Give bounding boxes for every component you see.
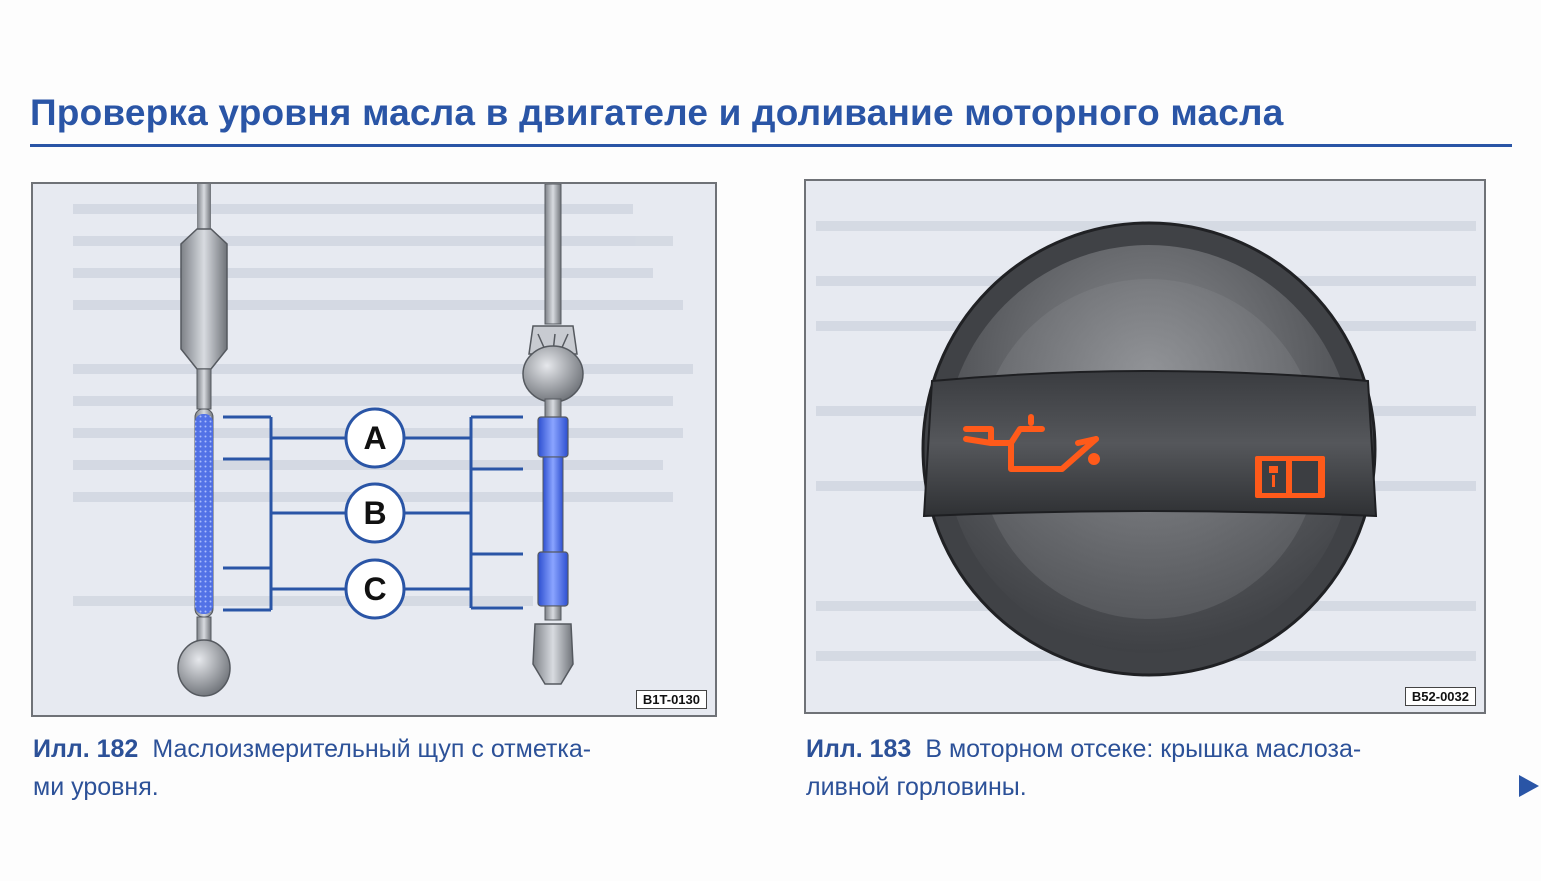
figure-183-caption: Илл. 183 В моторном отсеке: крышка маслоз… [806, 730, 1506, 806]
figure-number: Илл. 182 [33, 735, 139, 763]
caption-line-2: ливной горловины. [806, 773, 1027, 801]
caption-line-2: ми уровня. [33, 773, 159, 801]
figure-code: B52-0032 [1404, 687, 1476, 706]
dipstick-right [522, 184, 584, 685]
level-bracket-right [405, 415, 523, 610]
figure-code: B1T-0130 [635, 690, 707, 709]
background-bleed [73, 204, 693, 606]
caption-line-1: Маслоизмерительный щуп с отметка- [152, 735, 592, 763]
oil-can-icon [963, 414, 1100, 472]
level-bracket-left [223, 415, 345, 612]
figure-number: Илл. 183 [806, 735, 912, 763]
marker-a: A [344, 407, 406, 469]
marker-c: C [344, 558, 406, 620]
marker-a-label: A [363, 420, 386, 456]
figure-183-oil-cap: B52-0032 [804, 179, 1486, 714]
figure-182-caption: Илл. 182 Маслоизмерительный щуп с отметка… [33, 730, 733, 806]
dipstick-illustration: A B C [73, 184, 693, 697]
caption-line-1: В моторном отсеке: крышка маслоза- [925, 735, 1362, 763]
figure-182-dipstick: A B C B1T-0130 [31, 182, 717, 717]
page-title: Проверка уровня масла в двигателе и доли… [30, 92, 1284, 133]
manual-book-icon [1255, 456, 1325, 498]
continue-arrow-icon [1519, 775, 1539, 797]
marker-b: B [344, 482, 406, 544]
marker-c-label: C [363, 571, 386, 607]
marker-b-label: B [363, 495, 386, 531]
oil-cap-illustration [816, 221, 1476, 677]
title-divider [30, 144, 1512, 147]
dipstick-left [177, 184, 231, 697]
